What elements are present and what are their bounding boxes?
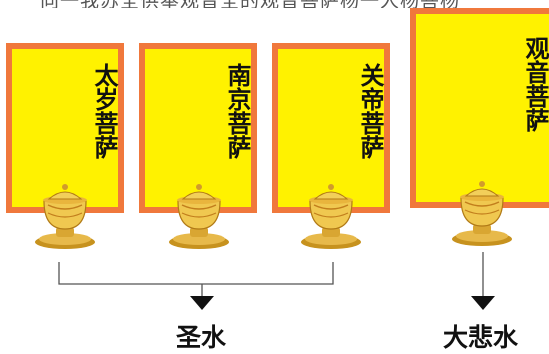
card-guanyin: 观音菩萨 (410, 8, 549, 208)
caption-fragment: 向一我苏全供奉观音全的观音菩萨杨一人杨菩杨 (40, 0, 549, 8)
great-compassion-water-label: 大悲水 (443, 323, 519, 352)
card-label-taisui: 太岁菩萨 (90, 63, 118, 159)
bracket-lines (58, 252, 484, 296)
card-label-guandi: 关帝菩萨 (356, 63, 384, 159)
arrow-down-icon (471, 296, 495, 310)
card-label-nanjing: 南京菩萨 (223, 63, 251, 159)
arrow-down-icon (190, 296, 214, 310)
holy-water-label: 圣水 (176, 323, 227, 352)
card-label-guanyin: 观音菩萨 (521, 36, 549, 132)
water-cup-icon (35, 184, 95, 249)
water-cup-icon (452, 181, 512, 246)
water-cup-icon (301, 184, 361, 249)
card-nanjing: 南京菩萨 (139, 43, 257, 213)
water-cup-icon (169, 184, 229, 249)
